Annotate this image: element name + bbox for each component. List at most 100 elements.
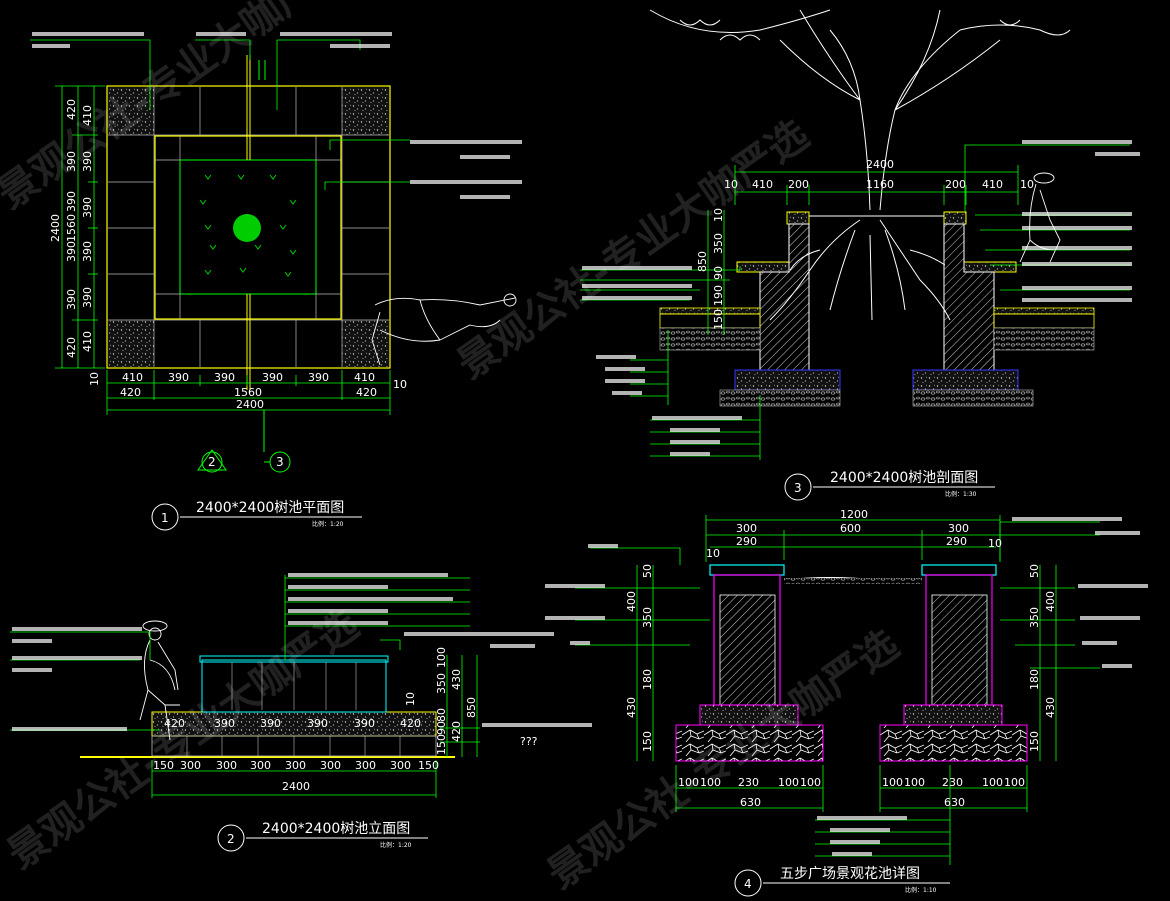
plan-corner-pad: [108, 87, 154, 135]
dim-label: 90: [712, 266, 725, 280]
section-footing-left-base: [719, 389, 841, 407]
section-dims-top: 2400 10 410 200 1160 200 410 10: [724, 158, 1034, 191]
dim-label: 350: [641, 607, 654, 628]
section-footing-right-base: [912, 389, 1034, 407]
detail-dims-left: 50 400 350 180 430 150: [625, 564, 654, 752]
section-paving-right: [993, 307, 1095, 315]
section-dims-left: 10 350 850 90 190 150: [696, 208, 725, 330]
dim-label: 420: [164, 717, 185, 730]
dim-label: 410: [81, 105, 94, 126]
view-title: 2400*2400树池立面图: [262, 821, 410, 837]
dim-label: 410: [752, 178, 773, 191]
dim-label: 390: [308, 371, 329, 384]
dim-label: 300: [250, 759, 271, 772]
dim-label: 390: [81, 287, 94, 308]
detail-core-right: [931, 594, 988, 706]
detail-dims-bottom-left: 100 100 230 100 100 630: [678, 776, 821, 809]
dim-label: 10: [404, 692, 417, 706]
view-number: 1: [161, 511, 169, 525]
dim-label: 350: [435, 673, 448, 694]
detail-footing-left: [675, 724, 824, 762]
view-scale: 比例：1:10: [905, 886, 937, 894]
view-number: 3: [794, 481, 802, 495]
section-wall-right: [943, 223, 995, 371]
section-footing-left: [734, 369, 841, 391]
dim-label: 390: [307, 717, 328, 730]
plan-section-mark-3: 3: [263, 410, 291, 473]
dim-label: 200: [788, 178, 809, 191]
dim-label: 50: [1028, 564, 1041, 578]
dim-label: 390: [168, 371, 189, 384]
dim-label: 420: [120, 386, 141, 399]
dim-label: 10: [712, 208, 725, 222]
dim-label: 350: [1028, 607, 1041, 628]
dim-label: 150: [435, 734, 448, 755]
dim-label: 100: [904, 776, 925, 789]
dim-label: 600: [840, 522, 861, 535]
dim-label: 300: [320, 759, 341, 772]
dim-label: 10: [1020, 178, 1034, 191]
view-scale: 比例：1:20: [380, 841, 412, 849]
plan-corner-pad: [108, 320, 154, 367]
dim-label: 180: [641, 669, 654, 690]
dim-label: 420: [400, 717, 421, 730]
section-mark-number: 2: [208, 455, 216, 469]
dim-label: 420: [450, 721, 463, 742]
plan-corner-pad: [342, 87, 389, 135]
dim-label: 10: [88, 372, 101, 386]
dim-label: 150: [641, 731, 654, 752]
plan-dim-lines: [55, 85, 391, 415]
dim-label: 200: [945, 178, 966, 191]
dim-label: 390: [354, 717, 375, 730]
dim-label: 390: [214, 371, 235, 384]
dim-label: 230: [738, 776, 759, 789]
view-title: 2400*2400树池剖面图: [830, 470, 978, 486]
section-wall-left: [759, 223, 810, 371]
dim-label: 390: [260, 717, 281, 730]
section-cap-right: [943, 211, 967, 225]
section-mark-number: 3: [276, 455, 284, 469]
dim-label: 100: [882, 776, 903, 789]
dim-label: 180: [1028, 669, 1041, 690]
dim-label: 420: [65, 337, 78, 358]
elevation-notes: [12, 573, 592, 731]
elevation-title-block: 2 2400*2400树池立面图 比例：1:20: [217, 821, 428, 852]
dim-label: 190: [712, 285, 725, 306]
detail-cap-right: [921, 564, 997, 576]
dim-label: 300: [390, 759, 411, 772]
dim-label: 1560: [234, 386, 262, 399]
dim-label: 400: [625, 591, 638, 612]
detail-notes: [545, 517, 1148, 856]
dim-label: 1160: [866, 178, 894, 191]
detail-dims-bottom-right: 100 100 230 100 100 630: [882, 776, 1025, 809]
dim-label: 290: [946, 535, 967, 548]
dim-label: 850: [465, 697, 478, 718]
dim-label: 420: [65, 99, 78, 120]
dim-label: 100: [435, 647, 448, 668]
dim-label: 100: [800, 776, 821, 789]
dim-label: 400: [1044, 591, 1057, 612]
view-scale: 比例：1:30: [945, 490, 977, 498]
reclining-person-sketch: [371, 293, 517, 366]
elevation-leaders: [10, 575, 480, 743]
dim-label: 300: [216, 759, 237, 772]
dim-label: 390: [262, 371, 283, 384]
dim-label: 390: [65, 151, 78, 172]
dim-label: 100: [700, 776, 721, 789]
elevation-dims-top: 420 390 390 390 390 420: [164, 717, 421, 730]
elevation-dims-right: 10 350 80 90 150 100 430 420 850: [404, 647, 478, 755]
dim-label: 80: [435, 708, 448, 722]
section-cap-left: [786, 211, 810, 225]
dim-label: 430: [1044, 697, 1057, 718]
plan-dims-bottom-2: 420 1560 420 2400 10: [120, 378, 407, 411]
plan-notes: [32, 32, 522, 199]
dim-label: 50: [641, 564, 654, 578]
dim-label: 2400: [236, 398, 264, 411]
plan-coping-outer: [154, 135, 342, 320]
plan-outer-square: [106, 85, 391, 369]
elevation-view: ??? 420 390 390 390 390 420 150 300 300 …: [10, 573, 592, 852]
section-title-block: 3 2400*2400树池剖面图 比例：1:30: [784, 470, 995, 501]
dim-label: 150: [712, 309, 725, 330]
view-title: 2400*2400树池平面图: [196, 500, 344, 516]
view-number: 4: [744, 877, 752, 891]
